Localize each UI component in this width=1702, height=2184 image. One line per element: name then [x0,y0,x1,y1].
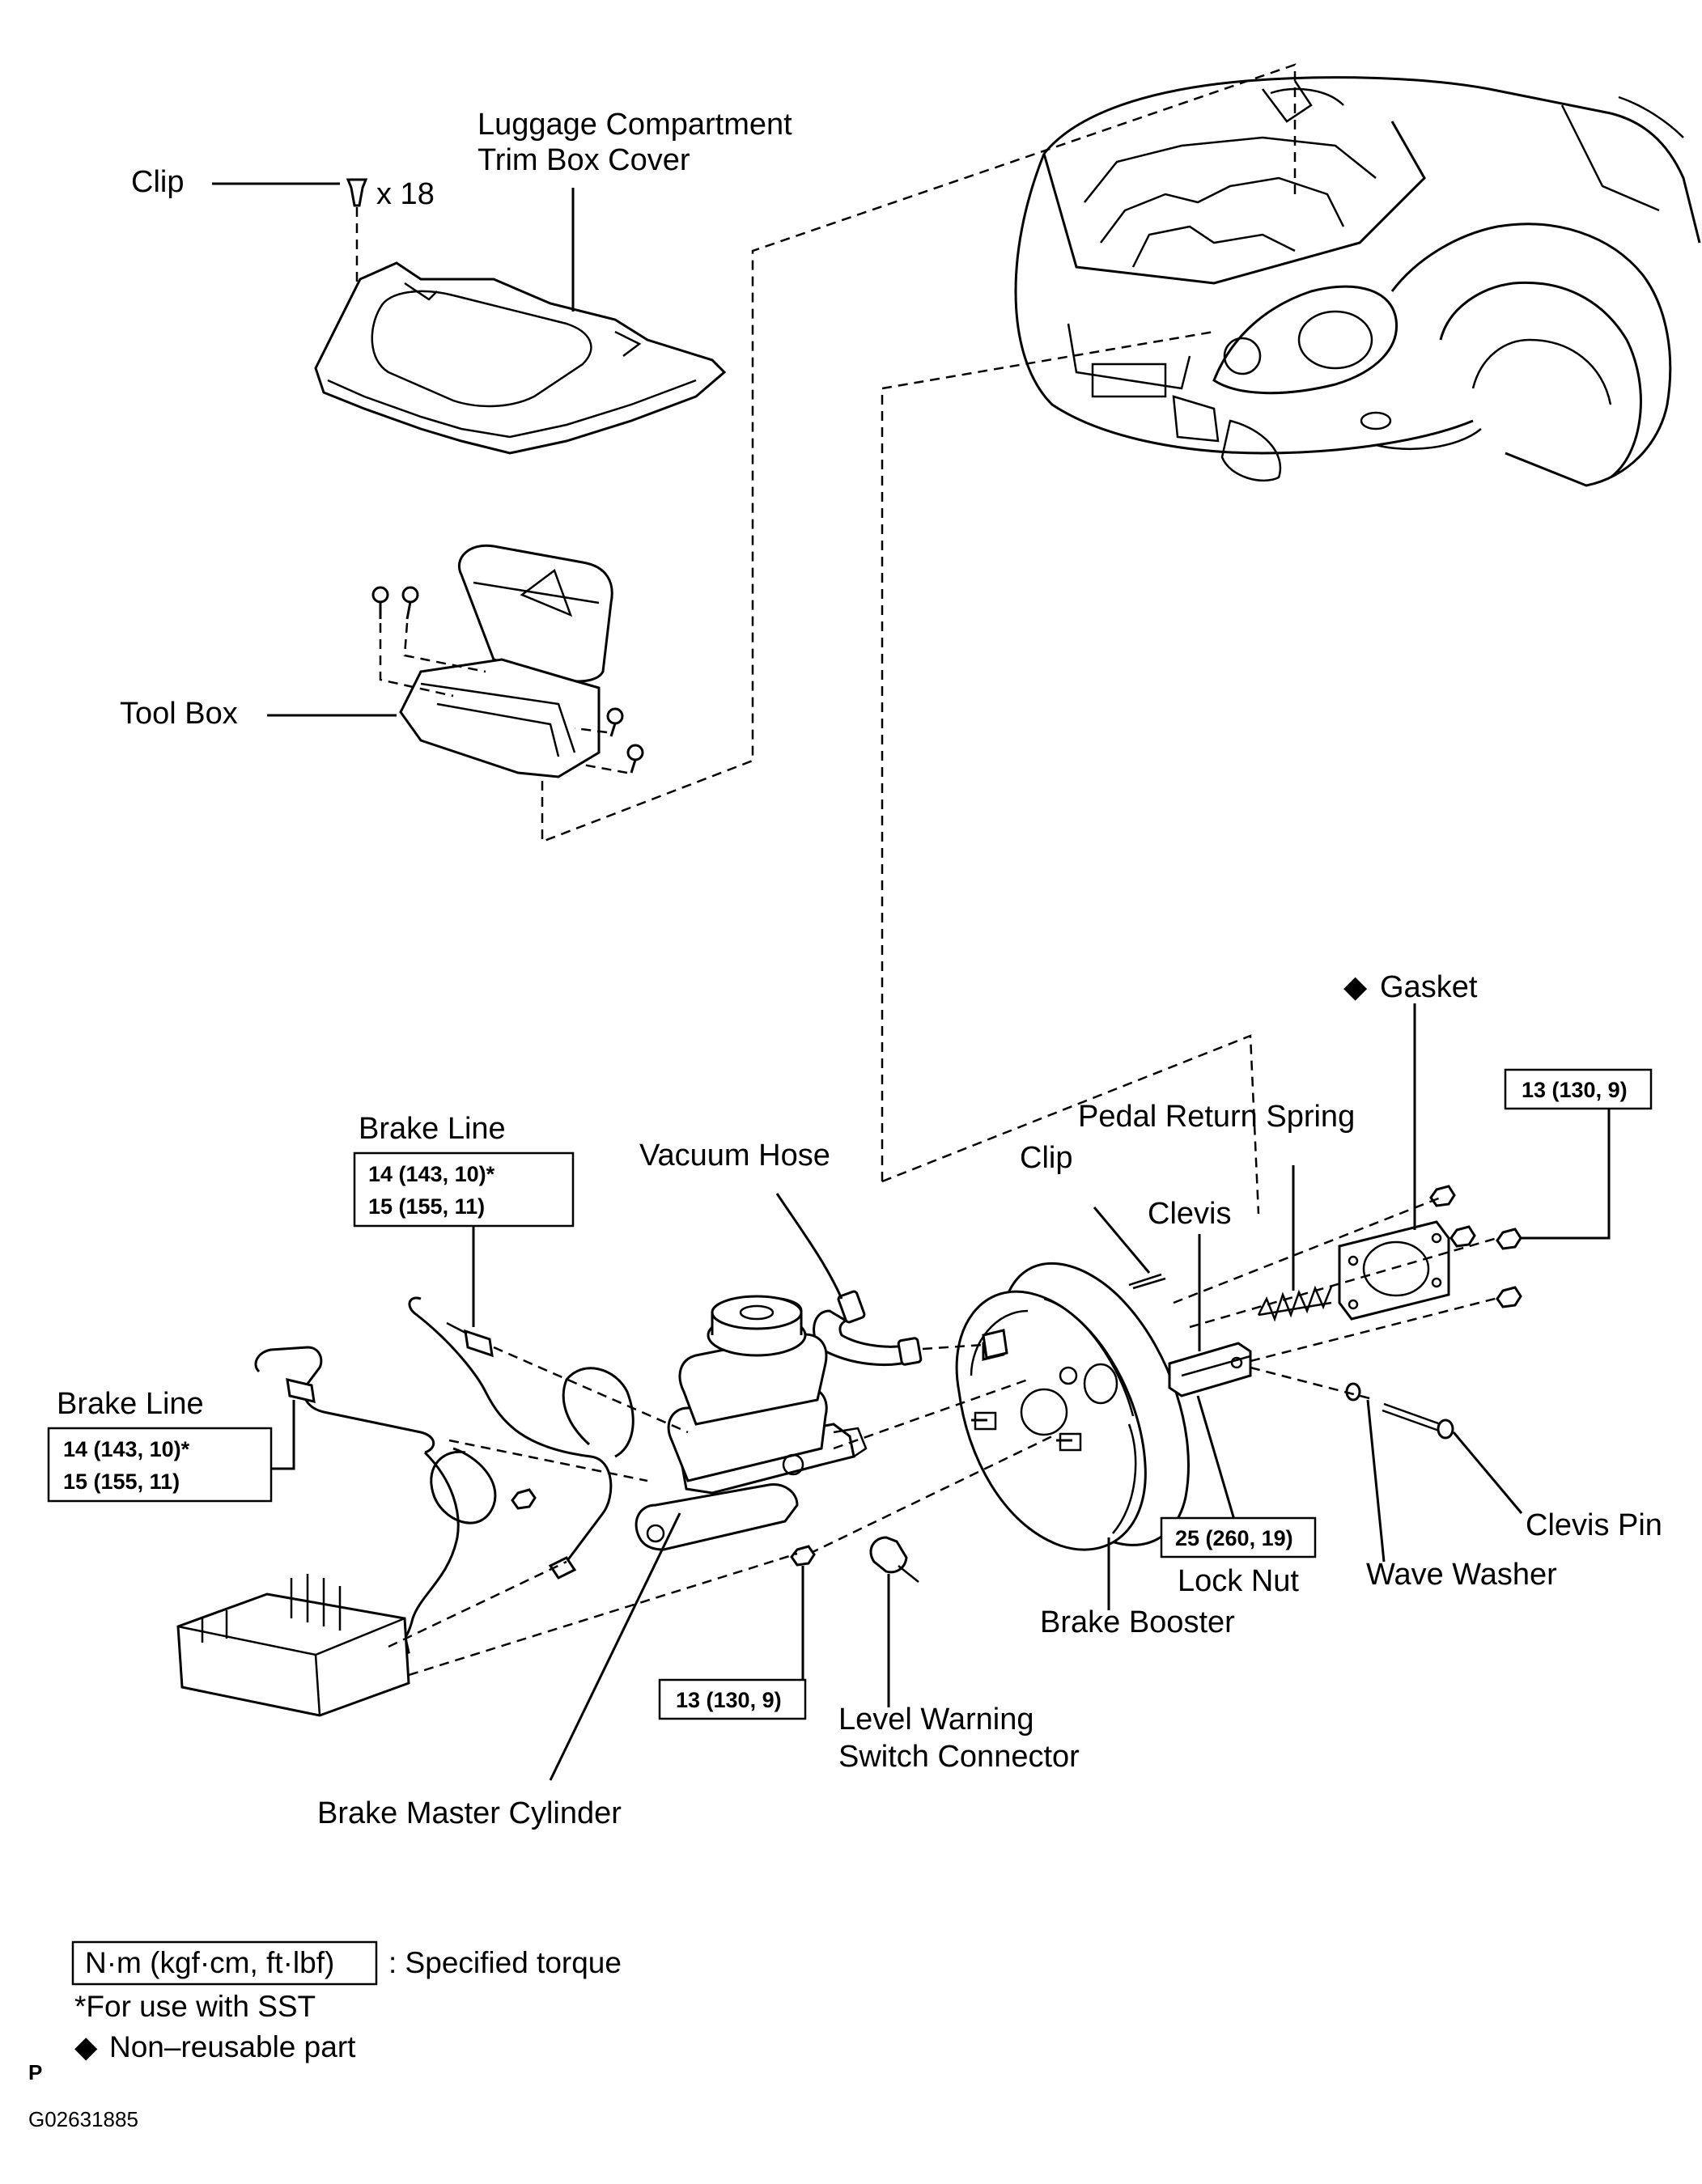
legend-non-reusable-text: Non–reusable part [109,2030,356,2063]
legend: N·m (kgf·cm, ft·lbf) : Specified torque … [71,1940,622,2063]
gasket-part [1338,1220,1450,1321]
abs-actuator-part [176,1574,410,1717]
gasket-nut-torque-leader [1522,1109,1611,1240]
clevis-pin-part [1382,1402,1454,1440]
brake-master-cylinder-part [635,1295,868,1551]
tool-box-part [371,544,644,778]
bolt-icon [401,586,419,620]
trim-box-cover-label: Trim Box Cover [477,143,690,177]
torque-brake-line-lower-2: 15 (155, 11) [63,1469,180,1494]
brake-line-upper-label: Brake Line [359,1112,506,1146]
torque-box-lock-nut: 25 (260, 19) [1160,1516,1317,1558]
level-warning-connector-part [869,1536,919,1583]
clip-count-label: x 18 [376,177,435,211]
clevis-label: Clevis [1148,1197,1231,1231]
bolt-icon [371,586,389,619]
booster-location-connector [881,330,1215,1181]
tool-box-location-connector [541,63,1297,843]
brake-master-cylinder-label: Brake Master Cylinder [317,1796,622,1830]
torque-brake-line-upper-2: 15 (155, 11) [368,1194,485,1219]
vacuum-hose-label: Vacuum Hose [639,1139,830,1173]
gasket-label: Gasket [1380,970,1478,1004]
nut-icon [1449,1225,1476,1248]
figure-id: G02631885 [28,2107,138,2131]
booster-outline-connector [881,1034,1260,1215]
nut-icon [1496,1228,1522,1250]
brake-line-lower-leader [271,1400,295,1470]
legend-sst-note: *For use with SST [74,1990,316,2023]
car-front-illustration [1014,76,1701,487]
torque-box-brake-line-upper: 14 (143, 10)* 15 (155, 11) [353,1151,575,1228]
clevis-part [1168,1342,1252,1397]
vacuum-hose-leader [775,1193,843,1300]
nut-icon [790,1545,816,1567]
torque-brake-line-upper-1: 14 (143, 10)* [368,1162,495,1186]
wave-washer-part [1345,1382,1361,1402]
torque-gasket-nuts-value: 13 (130, 9) [1522,1078,1628,1102]
brake-booster-part [955,1262,1190,1551]
vacuum-hose-part [813,1290,1008,1366]
clevis-pin-label: Clevis Pin [1526,1508,1662,1542]
lock-nut-leader [1196,1395,1240,1534]
clip-small-part [1128,1273,1166,1290]
torque-box-gasket-nuts: 13 (130, 9) [1504,1068,1653,1110]
level-warning-label-1: Level Warning [838,1703,1034,1737]
clip-small-leader [1093,1207,1151,1274]
luggage-compartment-label: Luggage Compartment [477,108,792,142]
master-cylinder-leader [549,1512,681,1781]
clip-top-label: Clip [131,165,184,199]
bolt-icon [606,707,624,737]
level-warning-label-2: Switch Connector [838,1740,1080,1774]
wave-washer-label: Wave Washer [1366,1558,1557,1592]
legend-non-reusable-marker: ◆ [74,2030,98,2063]
gasket-marker: ◆ [1343,970,1368,1004]
pedal-return-spring-label: Pedal Return Spring [1078,1100,1355,1134]
nut-icon [1496,1286,1522,1308]
lock-nut-label: Lock Nut [1178,1564,1299,1598]
brake-booster-label: Brake Booster [1040,1605,1235,1639]
torque-lock-nut-value: 25 (260, 19) [1175,1526,1293,1550]
legend-unit-desc: : Specified torque [388,1946,622,1979]
torque-box-brake-line-lower: 14 (143, 10)* 15 (155, 11) [47,1427,273,1503]
brake-line-lower-label: Brake Line [57,1387,204,1421]
torque-master-nut-value: 13 (130, 9) [676,1688,782,1712]
torque-brake-line-lower-1: 14 (143, 10)* [63,1437,190,1461]
pedal-return-spring-part [1257,1285,1333,1322]
clip-label: Clip [1020,1141,1072,1175]
trim-box-cover-part [314,261,727,455]
clip-icon [346,178,368,283]
tool-box-label: Tool Box [120,697,238,731]
clevis-pin-leader [1452,1431,1523,1514]
bolt-icon [626,744,644,774]
torque-box-master-nut: 13 (130, 9) [658,1678,807,1720]
nut-icon [1429,1185,1456,1207]
page-mark: P [28,2060,42,2084]
nut-icon [511,1488,537,1510]
brake-line-upper-part [408,1296,635,1580]
legend-unit-box [71,1940,378,1986]
wave-washer-leader [1366,1399,1386,1563]
legend-unit-text: N·m (kgf·cm, ft·lbf) [85,1946,334,1979]
